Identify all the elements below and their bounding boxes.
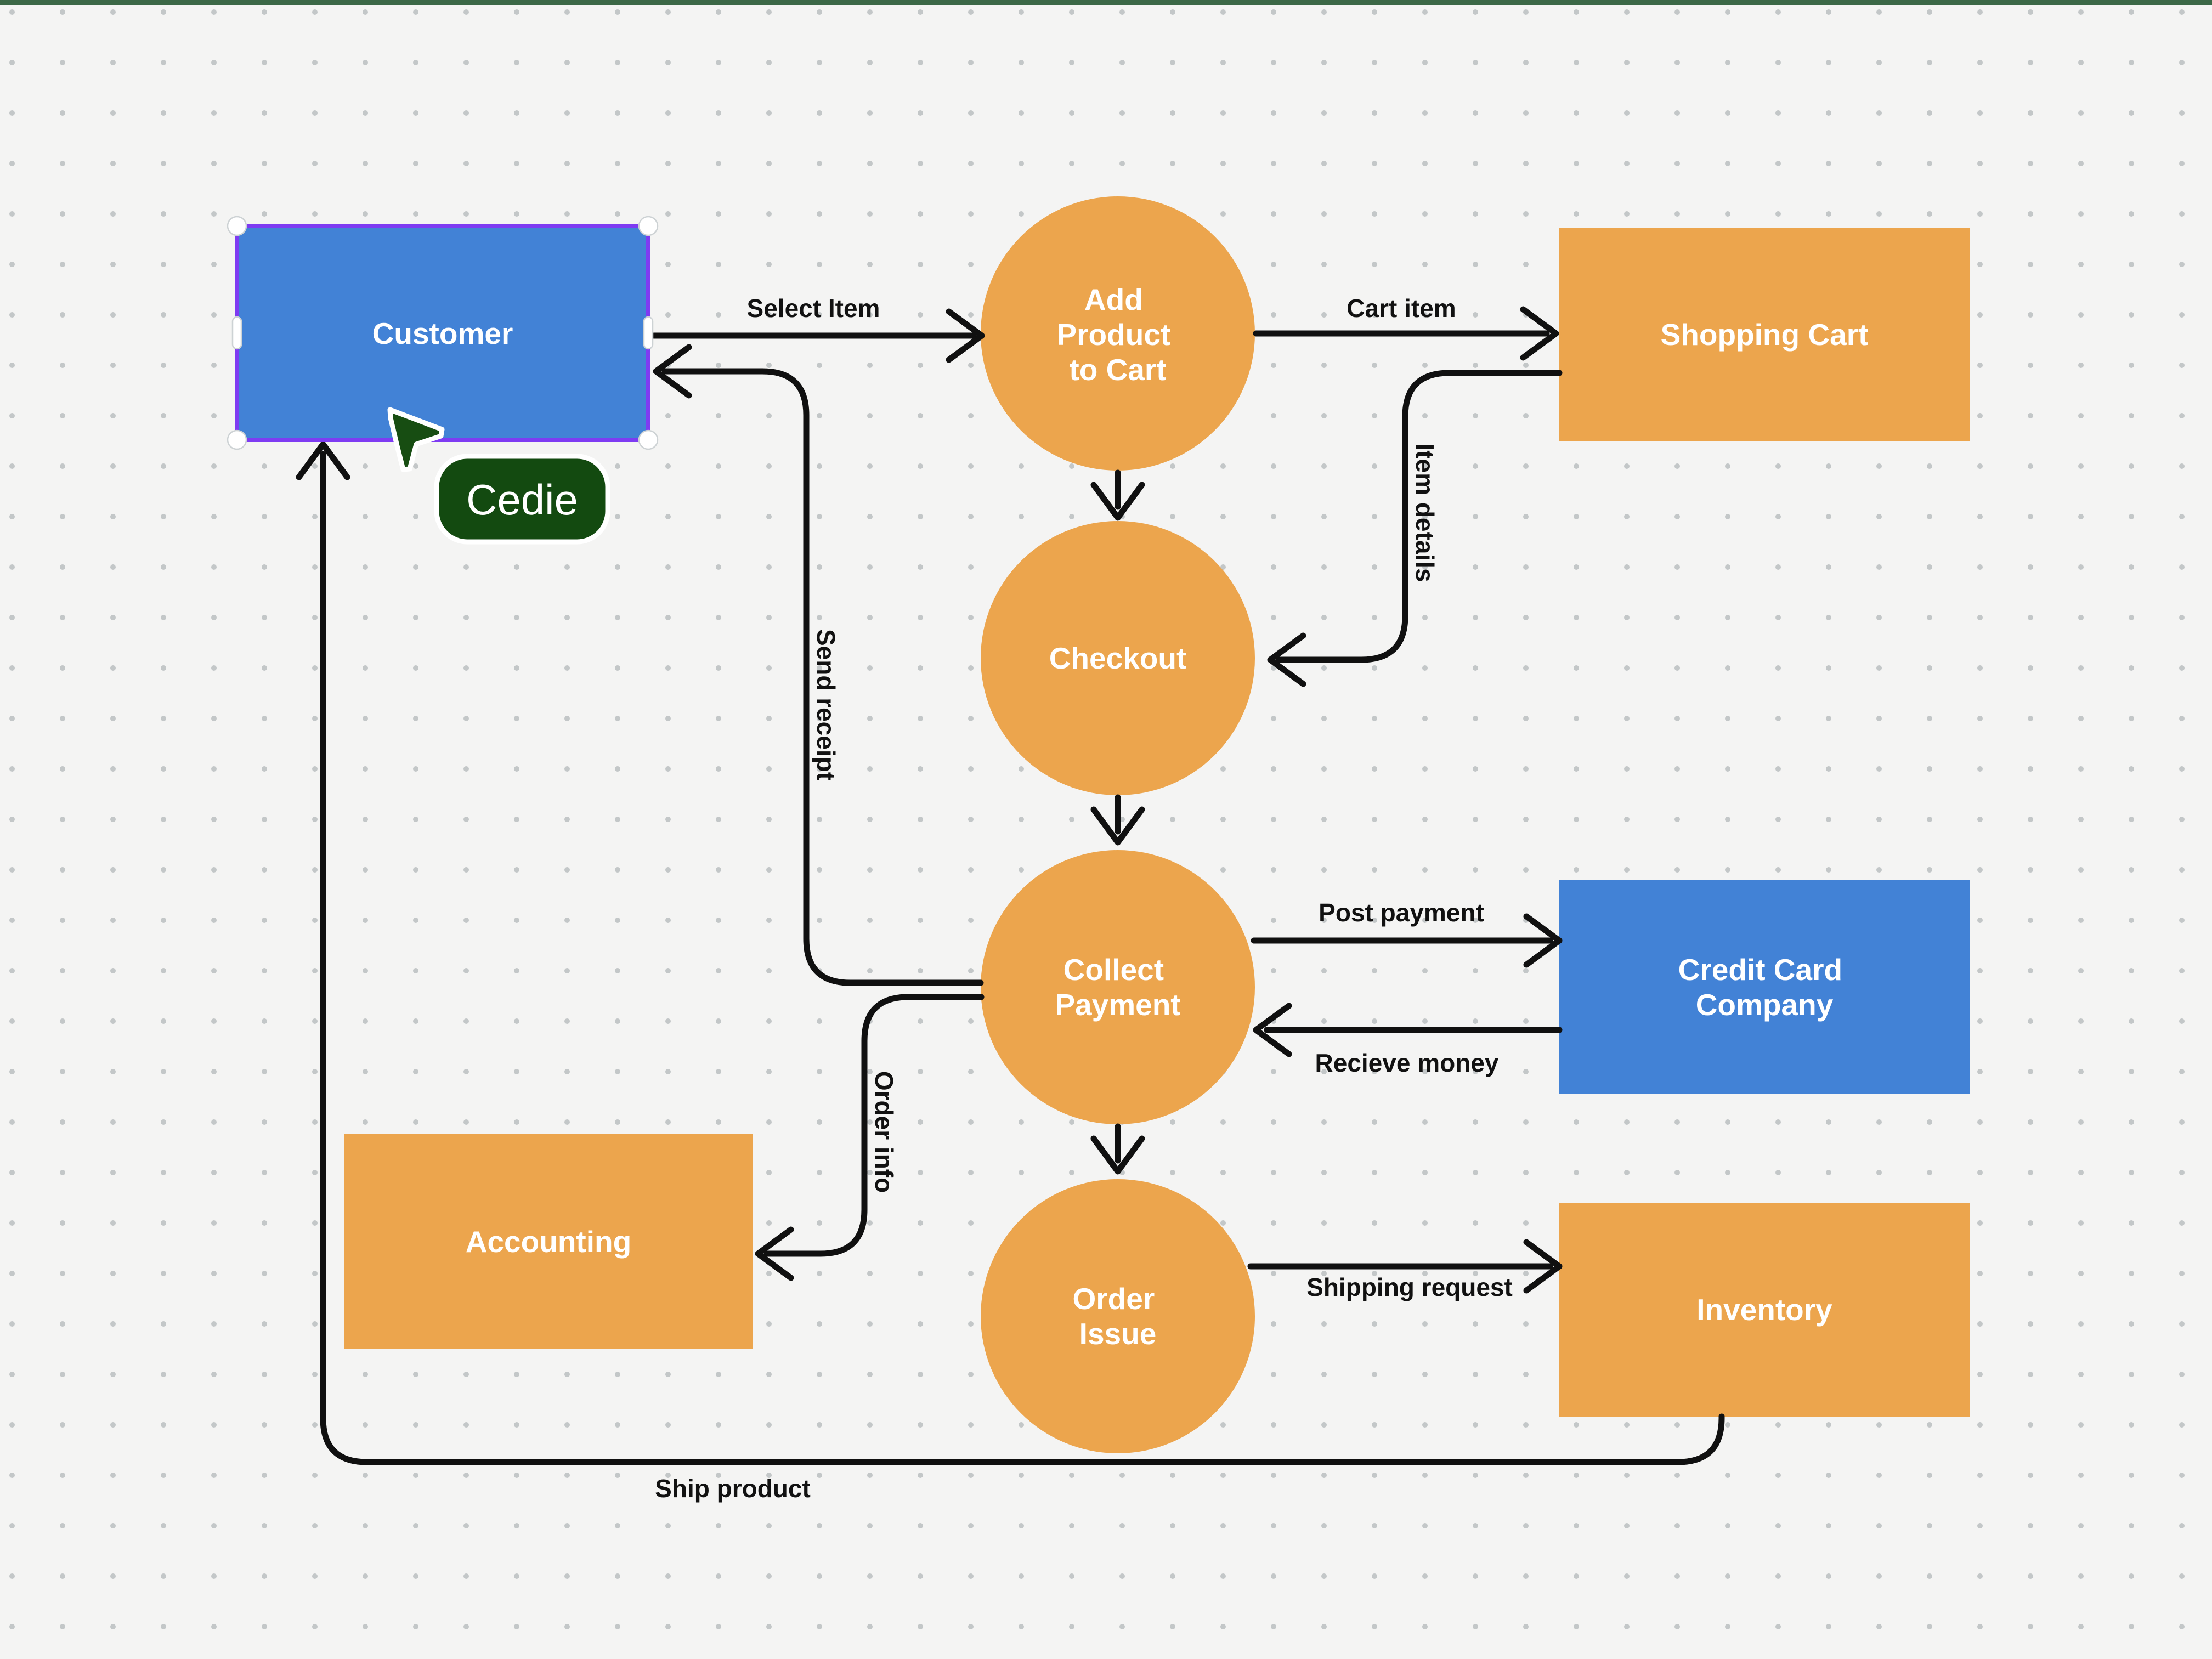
node-label: Shopping Cart	[1661, 318, 1869, 352]
node-add-product-to-cart[interactable]: Add Product to Cart	[981, 196, 1255, 471]
edge-send-receipt[interactable]: Send receipt	[653, 344, 984, 986]
node-label: Checkout	[1049, 641, 1187, 675]
node-label-line: Product	[1056, 318, 1170, 352]
process-circle[interactable]	[981, 196, 1255, 471]
node-label-line: Payment	[1055, 988, 1180, 1022]
arrowhead-right-icon	[1520, 306, 1559, 361]
arrowhead-left-icon	[1267, 632, 1306, 687]
process-circle[interactable]	[981, 1179, 1255, 1453]
node-label-line: Company	[1696, 988, 1834, 1022]
edge-label[interactable]: Order info	[870, 1071, 898, 1193]
arrowhead-left-icon	[653, 344, 692, 399]
customer-rect[interactable]	[237, 226, 648, 440]
edge-label[interactable]: Shipping request	[1306, 1273, 1513, 1301]
arrowhead-down-icon	[1090, 1135, 1145, 1175]
customer-selection	[227, 216, 659, 450]
edge-label[interactable]: Select Item	[747, 294, 880, 322]
arrowhead-down-icon	[1090, 806, 1145, 846]
connector-line[interactable]	[320, 451, 1725, 1465]
connector-line[interactable]	[1276, 370, 1563, 663]
resize-handle-top-right[interactable]	[638, 216, 659, 236]
collaborator-name: Cedie	[466, 475, 578, 524]
inventory-rect[interactable]	[1559, 1203, 1970, 1417]
arrowhead-left-icon	[755, 1226, 794, 1281]
node-label: Credit Card Company	[1678, 953, 1851, 1022]
node-label: Inventory	[1696, 1293, 1832, 1327]
edge-label[interactable]: Send receipt	[812, 629, 840, 780]
node-label-line: Order	[1072, 1282, 1155, 1316]
node-credit-card-company[interactable]: Credit Card Company	[1559, 880, 1970, 1094]
edge-cart-item[interactable]: Cart item	[1253, 294, 1559, 361]
node-label-line: to Cart	[1069, 353, 1166, 387]
connector-line[interactable]	[763, 994, 985, 1257]
node-customer[interactable]: Customer	[237, 226, 648, 440]
node-inventory[interactable]: Inventory	[1559, 1203, 1970, 1417]
node-label: Order Issue	[1072, 1282, 1163, 1351]
edge-ship-product[interactable]: Ship product	[296, 441, 1725, 1503]
edge-select-item[interactable]: Select Item	[650, 294, 985, 363]
collaborator-name-tag	[434, 454, 610, 545]
edge-item-details[interactable]: Item details	[1267, 370, 1563, 687]
resize-handle-top-left[interactable]	[227, 216, 247, 236]
arrowhead-left-icon	[1253, 1003, 1292, 1057]
arrowhead-down-icon	[1090, 482, 1145, 521]
arrowhead-right-icon	[946, 308, 985, 363]
node-label-line: Add	[1084, 282, 1143, 316]
node-collect-payment[interactable]: Collect Payment	[981, 850, 1255, 1124]
board-top-border	[0, 0, 2212, 5]
cursor-pointer-icon	[387, 407, 445, 472]
resize-handle-left[interactable]	[231, 316, 242, 350]
resize-handle-bottom-left[interactable]	[227, 429, 247, 450]
node-label: Customer	[372, 316, 513, 350]
node-label: Collect Payment	[1055, 953, 1180, 1022]
node-checkout[interactable]: Checkout	[981, 521, 1255, 795]
edge-shipping-request[interactable]: Shipping request	[1247, 1239, 1563, 1301]
accounting-rect[interactable]	[344, 1134, 753, 1349]
shopping-cart-rect[interactable]	[1559, 228, 1970, 441]
arrowhead-up-icon	[296, 441, 350, 480]
edge-add-product-to-checkout[interactable]	[1090, 469, 1145, 521]
credit-card-company-rect[interactable]	[1559, 880, 1970, 1094]
connector-line[interactable]	[661, 368, 984, 986]
node-accounting[interactable]: Accounting	[344, 1134, 753, 1349]
edge-label[interactable]: Item details	[1411, 443, 1439, 582]
collaborator-cursor: Cedie	[387, 407, 610, 545]
node-label-line: Credit Card	[1678, 953, 1843, 987]
process-circle[interactable]	[981, 521, 1255, 795]
node-label-line: Issue	[1079, 1317, 1157, 1351]
node-label: Add Product to Cart	[1056, 282, 1179, 387]
edge-label[interactable]: Post payment	[1319, 898, 1484, 927]
edge-label[interactable]: Recieve money	[1315, 1049, 1499, 1077]
edge-recieve-money[interactable]: Recieve money	[1253, 1003, 1563, 1077]
process-circle[interactable]	[981, 850, 1255, 1124]
edge-label[interactable]: Ship product	[655, 1474, 811, 1503]
edge-collect-payment-to-order-issue[interactable]	[1090, 1123, 1145, 1175]
arrowhead-right-icon	[1523, 913, 1563, 968]
resize-handle-right[interactable]	[643, 316, 654, 350]
resize-handle-bottom-right[interactable]	[638, 429, 659, 450]
node-label: Accounting	[466, 1225, 631, 1259]
edge-checkout-to-collect-payment[interactable]	[1090, 794, 1145, 846]
edge-order-info[interactable]: Order info	[755, 994, 985, 1281]
node-order-issue[interactable]: Order Issue	[981, 1179, 1255, 1453]
edge-post-payment[interactable]: Post payment	[1251, 898, 1563, 968]
arrowhead-right-icon	[1523, 1239, 1563, 1294]
node-label-line: Collect	[1063, 953, 1164, 987]
node-shopping-cart[interactable]: Shopping Cart	[1559, 228, 1970, 441]
edge-label[interactable]: Cart item	[1347, 294, 1456, 322]
